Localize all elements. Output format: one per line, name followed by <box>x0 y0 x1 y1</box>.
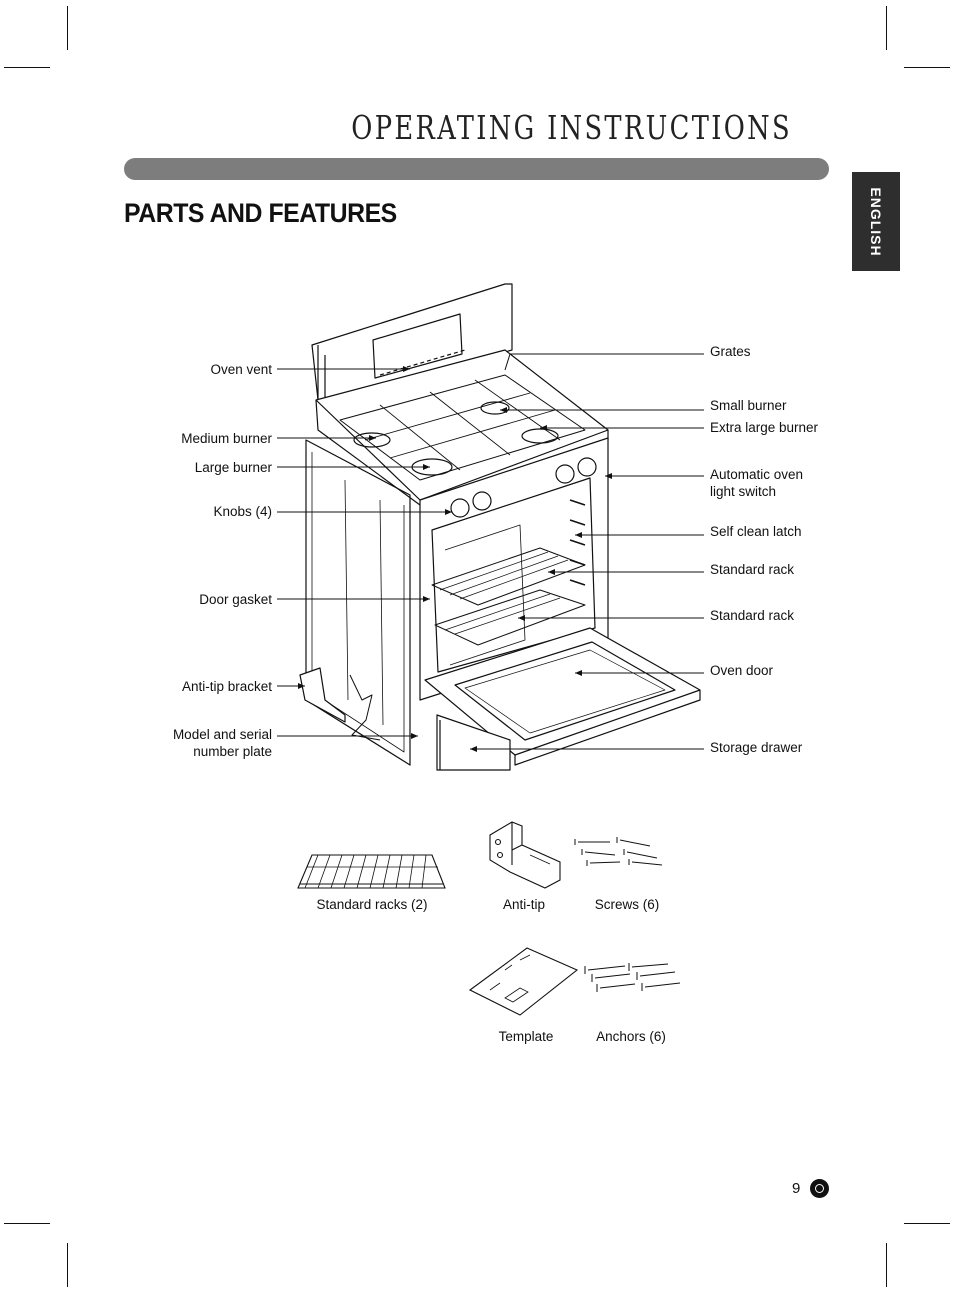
crop-mark <box>4 67 50 68</box>
label-oven-light-switch: Automatic oven light switch <box>710 467 804 499</box>
accessory-template: Template <box>498 1029 554 1044</box>
anti-tip-bracket-icon <box>489 821 561 889</box>
accessory-anti-tip: Anti-tip <box>502 897 546 912</box>
template-icon <box>468 947 579 1016</box>
lg-logo-icon <box>810 1179 829 1198</box>
anchors-icon <box>584 963 681 992</box>
label-door-gasket: Door gasket <box>199 592 272 607</box>
language-tab: ENGLISH <box>852 172 900 271</box>
label-knobs: Knobs (4) <box>213 504 272 519</box>
label-small-burner: Small burner <box>710 398 787 413</box>
label-large-burner: Large burner <box>194 460 272 475</box>
label-storage-drawer: Storage drawer <box>710 740 803 755</box>
label-medium-burner: Medium burner <box>181 431 272 446</box>
section-title: PARTS AND FEATURES <box>124 198 397 228</box>
crop-mark <box>886 6 887 50</box>
accessory-standard-racks: Standard racks (2) <box>316 897 428 912</box>
label-model-serial-plate: Model and serial number plate <box>172 727 272 759</box>
accessory-anchors: Anchors (6) <box>596 1029 666 1044</box>
crop-mark <box>4 1223 50 1224</box>
label-standard-rack-lower: Standard rack <box>710 608 795 623</box>
page-number: 9 <box>792 1180 801 1197</box>
label-anti-tip-bracket: Anti-tip bracket <box>181 679 272 694</box>
standard-rack-icon <box>297 854 446 889</box>
accessory-screws: Screws (6) <box>594 897 660 912</box>
label-self-clean-latch: Self clean latch <box>710 524 802 539</box>
crop-mark <box>67 6 68 50</box>
crop-mark <box>886 1243 887 1287</box>
screws-icon <box>574 837 663 866</box>
label-grates: Grates <box>710 344 751 359</box>
label-standard-rack-upper: Standard rack <box>710 562 795 577</box>
crop-mark <box>904 67 950 68</box>
label-oven-door: Oven door <box>710 663 774 678</box>
label-extra-large-burner: Extra large burner <box>710 420 819 435</box>
header-title: OPERATING INSTRUCTIONS <box>351 108 792 147</box>
header-bar <box>124 158 829 180</box>
crop-mark <box>904 1223 950 1224</box>
crop-mark <box>67 1243 68 1287</box>
label-oven-vent: Oven vent <box>210 362 272 377</box>
